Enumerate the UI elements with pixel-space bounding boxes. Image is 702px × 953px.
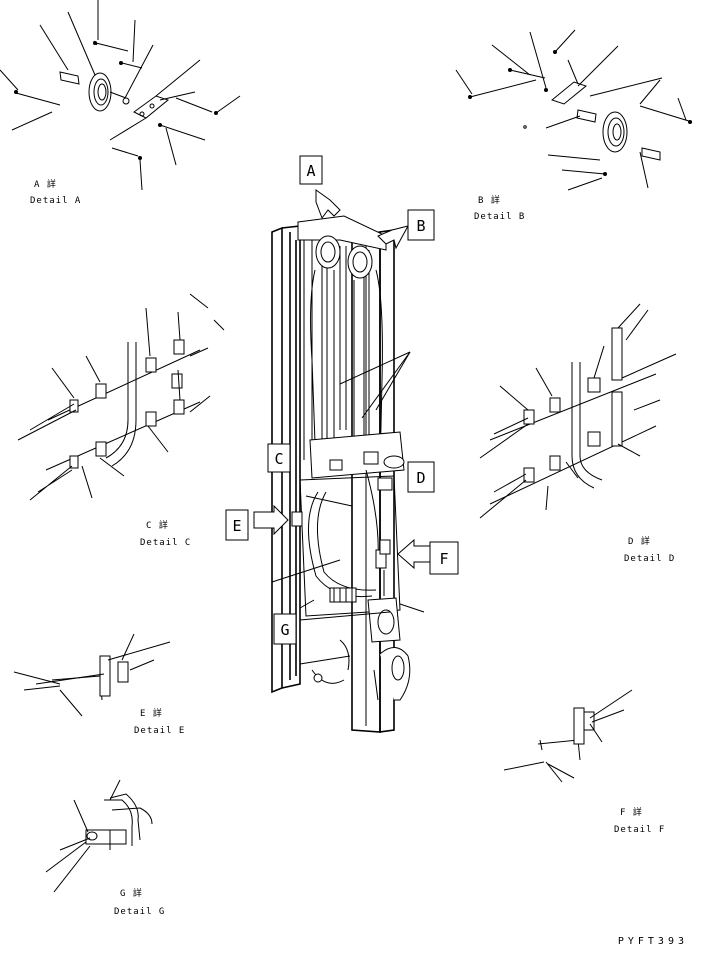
- svg-text:B 詳: B 詳: [478, 194, 501, 206]
- detail-g-label: G 詳 Detail G: [114, 887, 165, 917]
- callout-arrows: [253, 189, 431, 570]
- svg-text:E: E: [232, 517, 241, 535]
- svg-text:D 詳: D 詳: [628, 535, 651, 547]
- mast-assembly: [271, 215, 425, 733]
- detail-a-label: A 詳 Detail A: [30, 178, 81, 206]
- detail-a-drawing: [0, 0, 241, 191]
- callout-box-e: E: [225, 509, 249, 541]
- svg-text:Detail C: Detail C: [140, 538, 191, 548]
- detail-d-drawing: [479, 303, 677, 519]
- detail-b-label: B 詳 Detail B: [474, 194, 525, 222]
- detail-b-drawing: [455, 29, 693, 191]
- detail-g-drawing: [45, 779, 153, 893]
- svg-text:G 詳: G 詳: [120, 887, 143, 899]
- svg-text:C 詳: C 詳: [146, 519, 169, 531]
- callout-box-a: A: [299, 155, 323, 185]
- detail-e-drawing: [13, 633, 171, 717]
- detail-e-label: E 詳 Detail E: [134, 707, 185, 736]
- detail-f-label: F 詳 Detail F: [614, 806, 665, 835]
- svg-text:Detail D: Detail D: [624, 554, 675, 564]
- svg-text:D: D: [416, 469, 425, 487]
- callout-box-d: D: [407, 461, 435, 493]
- svg-text:Detail F: Detail F: [614, 825, 665, 835]
- svg-text:B: B: [416, 217, 425, 235]
- detail-c-drawing: [17, 293, 225, 501]
- svg-text:Detail B: Detail B: [474, 212, 525, 222]
- svg-text:Detail A: Detail A: [30, 196, 81, 206]
- detail-f-drawing: [503, 689, 633, 783]
- callout-box-g: G: [273, 613, 297, 645]
- svg-text:G: G: [280, 621, 289, 639]
- callout-box-b: B: [407, 209, 435, 241]
- svg-text:C: C: [274, 450, 283, 468]
- svg-text:A 詳: A 詳: [34, 178, 57, 190]
- callout-box-c: C: [267, 443, 291, 473]
- svg-text:Detail G: Detail G: [114, 907, 165, 917]
- svg-text:Detail E: Detail E: [134, 726, 185, 736]
- detail-c-label: C 詳 Detail C: [140, 519, 191, 548]
- svg-text:A: A: [306, 162, 315, 180]
- svg-text:F: F: [439, 550, 448, 568]
- svg-text:F 詳: F 詳: [620, 806, 643, 818]
- callout-box-f: F: [429, 541, 459, 575]
- detail-d-label: D 詳 Detail D: [624, 535, 675, 564]
- svg-text:E 詳: E 詳: [140, 707, 163, 719]
- part-number: PYFT393: [617, 936, 688, 947]
